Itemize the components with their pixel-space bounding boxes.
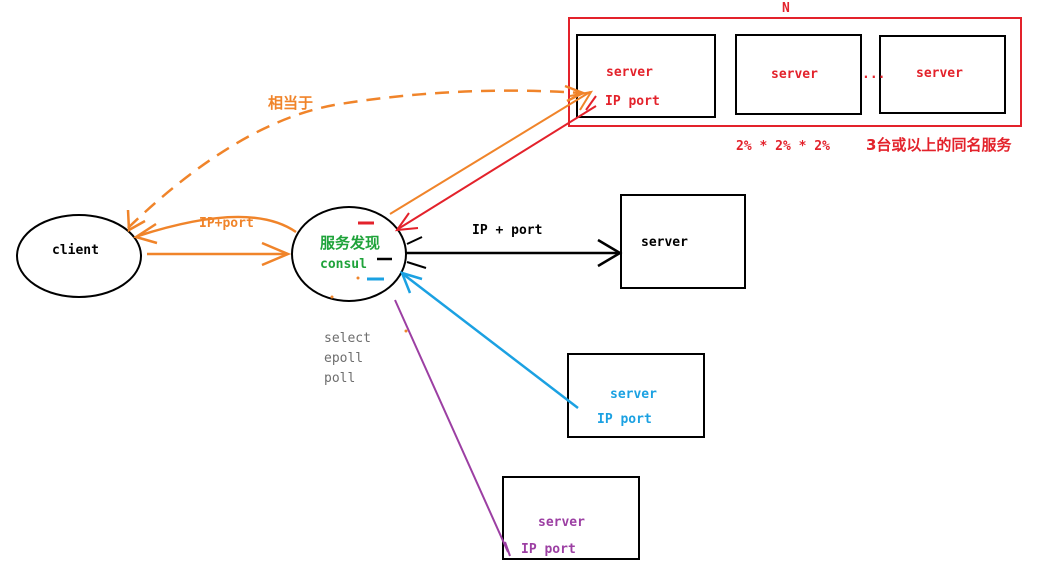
client-discovery-edge-label: IP+port — [199, 216, 254, 231]
orange-dot-1 — [356, 276, 360, 280]
equivalent-arrowhead-client — [126, 209, 146, 233]
discovery-node — [291, 206, 407, 302]
black-server-label: server — [641, 235, 688, 250]
orange-dot-3 — [404, 329, 408, 333]
client-node — [16, 214, 142, 298]
equivalent-dashed-arrow — [127, 89, 583, 229]
client-label: client — [52, 243, 99, 258]
discovery-black-mark-3 — [406, 261, 427, 269]
discovery-name: consul — [320, 257, 367, 272]
equivalent-label: 相当于 — [268, 94, 314, 112]
black-server-box — [620, 194, 746, 289]
blue-register-arrow — [402, 273, 579, 409]
client-to-discovery-arrowhead — [261, 241, 292, 267]
discovery-black-mark-1 — [406, 236, 423, 245]
cluster-server-label-3: server — [916, 66, 963, 81]
cluster-ratio: 2% * 2% * 2% — [736, 139, 830, 154]
purple-register-tick — [504, 541, 511, 557]
discovery-to-cluster-arrowhead — [569, 90, 594, 111]
cluster-ip-port-label: IP port — [605, 94, 660, 109]
discovery-server-edge-label: IP + port — [472, 223, 543, 238]
cluster-server-label-2: server — [771, 67, 818, 82]
cluster-server-box-1 — [576, 34, 716, 118]
cluster-register-tick — [585, 95, 597, 111]
purple-server-label: server — [538, 515, 585, 530]
cluster-server-box-2 — [735, 34, 862, 115]
blue-register-arrowhead — [399, 271, 423, 294]
cluster-note: 3台或以上的同名服务 — [866, 136, 1012, 154]
cluster-register-arrow — [397, 105, 597, 230]
orange-dot-2 — [330, 295, 334, 299]
purple-register-line — [394, 299, 509, 553]
cluster-ellipsis: ... — [862, 67, 886, 82]
discovery-to-client-arrowhead — [133, 222, 158, 245]
io-model-1: select — [324, 331, 371, 346]
discovery-to-client-arrow — [137, 215, 297, 238]
blue-server-box — [567, 353, 705, 438]
cluster-register-arrowhead — [394, 212, 419, 232]
blue-server-label: server — [610, 387, 657, 402]
cluster-count-label: N — [782, 1, 790, 16]
discovery-to-server-arrowhead — [597, 238, 623, 268]
io-model-2: epoll — [324, 351, 364, 366]
blue-ip-port-label: IP port — [597, 412, 652, 427]
discovery-to-cluster-arrow — [389, 91, 591, 215]
cluster-container — [568, 17, 1022, 127]
purple-server-box — [502, 476, 640, 560]
io-model-3: poll — [324, 371, 356, 386]
discovery-title: 服务发现 — [320, 234, 381, 252]
purple-ip-port-label: IP port — [521, 542, 576, 557]
cluster-server-label-1: server — [606, 65, 653, 80]
cluster-server-box-3 — [879, 35, 1006, 114]
